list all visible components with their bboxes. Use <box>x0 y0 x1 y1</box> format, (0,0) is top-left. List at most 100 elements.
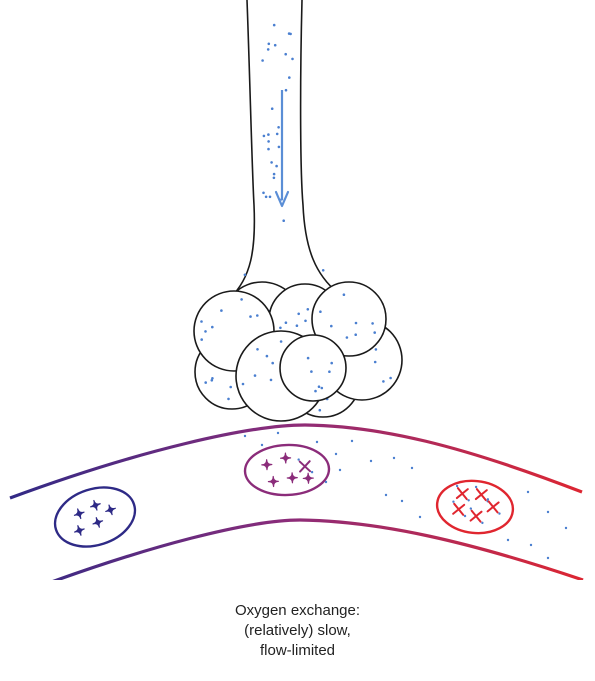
oxygen-particle <box>273 177 276 180</box>
oxygen-particle <box>271 362 274 365</box>
oxygen-particle <box>401 500 403 502</box>
oxygen-particle <box>464 515 467 518</box>
oxygen-particle <box>467 499 470 502</box>
airway-left-wall <box>230 0 254 298</box>
oxygen-particle <box>200 338 203 341</box>
four-point-star-icon <box>104 504 117 517</box>
caption-line-2: (relatively) slow, <box>0 621 595 641</box>
oxygen-particle <box>220 309 223 312</box>
oxygen-particle <box>229 386 232 389</box>
oxygen-particle <box>204 330 207 333</box>
four-point-star-icon <box>280 453 290 463</box>
oxygen-particle <box>307 308 310 311</box>
oxygen-particle <box>273 24 276 27</box>
oxygen-particle <box>322 269 325 272</box>
oxygen-particle <box>268 43 271 46</box>
oxygen-particle <box>547 511 549 513</box>
oxygen-particle <box>280 340 283 343</box>
oxygen-particle <box>371 322 374 325</box>
oxygen-particle <box>346 336 349 339</box>
alveolus <box>280 335 346 401</box>
oxygen-particle <box>297 313 300 316</box>
oxygen-particle <box>278 146 281 149</box>
oxygen-particle <box>411 467 413 469</box>
oxygen-particle <box>275 165 278 168</box>
oxygen-particle <box>285 321 288 324</box>
oxygen-particle <box>291 58 294 61</box>
cell-membrane <box>244 444 330 497</box>
oxygen-particle <box>271 107 274 110</box>
oxygen-particle <box>487 498 490 501</box>
oxygen-particle <box>321 387 324 390</box>
caption: Oxygen exchange: (relatively) slow, flow… <box>0 601 595 661</box>
oxygen-particle <box>374 361 377 364</box>
oxygen-particle <box>385 494 387 496</box>
oxygen-particle <box>319 409 322 412</box>
oxygen-particle <box>335 453 337 455</box>
alveoli-cluster <box>194 282 402 421</box>
oxygen-particle <box>314 390 317 393</box>
oxygen-particle <box>354 333 357 336</box>
oxygen-particle <box>507 539 509 541</box>
oxygen-particle <box>469 507 472 510</box>
oxygen-exchange-diagram <box>0 0 595 580</box>
oxygen-particle <box>316 441 318 443</box>
oxygen-particle <box>304 320 307 323</box>
four-point-star-icon <box>268 476 278 486</box>
oxygen-particle <box>330 325 333 328</box>
oxygen-particle <box>481 522 484 525</box>
oxygen-particle <box>200 320 203 323</box>
four-point-star-icon <box>73 507 86 520</box>
cell-membrane <box>434 477 515 537</box>
oxygen-particle <box>270 161 273 164</box>
oxygen-particle <box>475 486 478 489</box>
oxygen-particle <box>284 53 287 56</box>
oxygen-particle <box>244 274 247 277</box>
oxygen-particle <box>419 516 421 518</box>
oxygen-particle <box>328 370 331 373</box>
oxygen-particle <box>274 44 277 47</box>
oxygen-particle <box>330 362 333 365</box>
oxygen-particle <box>393 457 395 459</box>
oxygen-particle <box>373 331 376 334</box>
oxygen-particle <box>267 48 270 51</box>
oxygen-particle <box>296 324 299 327</box>
cell-membrane <box>47 478 142 557</box>
oxygen-particle <box>265 196 268 199</box>
bound-oxygen-mark <box>300 461 310 471</box>
oxygen-particle <box>339 469 341 471</box>
oxygen-particle <box>279 327 282 330</box>
down-arrow-icon <box>276 90 288 206</box>
airway-right-wall <box>301 0 338 293</box>
oxygen-particle <box>527 491 529 493</box>
alveolus-outline <box>280 335 346 401</box>
oxygen-particle <box>227 398 230 401</box>
four-point-star-icon <box>89 499 102 512</box>
oxygen-particle <box>249 315 252 318</box>
oxygen-particle <box>319 310 322 313</box>
oxygen-particle <box>318 385 321 388</box>
oxygen-particle <box>375 348 378 351</box>
four-point-star-icon <box>287 473 297 483</box>
oxygen-particle <box>382 380 385 383</box>
oxygen-particle <box>343 293 346 296</box>
bound-oxygen-mark <box>471 511 482 522</box>
bound-oxygen-mark <box>453 504 464 515</box>
oxygen-particle <box>262 192 265 195</box>
oxygen-particle <box>261 444 263 446</box>
oxygen-particle <box>370 460 372 462</box>
oxygen-particle <box>256 348 259 351</box>
oxygen-particle <box>285 89 288 92</box>
oxygen-particle <box>261 59 264 62</box>
caption-line-1: Oxygen exchange: <box>0 601 595 621</box>
oxygen-particle <box>270 379 273 382</box>
oxygen-particle <box>242 383 245 386</box>
oxygen-particle <box>452 500 455 503</box>
red-blood-cell-partial <box>244 444 330 497</box>
oxygen-particle <box>256 314 259 317</box>
bound-oxygen-mark <box>457 488 468 499</box>
oxygen-particle <box>355 322 358 325</box>
oxygen-particle <box>267 148 270 151</box>
red-blood-cell-deoxygenated <box>47 478 142 557</box>
oxygen-particle <box>289 33 292 36</box>
